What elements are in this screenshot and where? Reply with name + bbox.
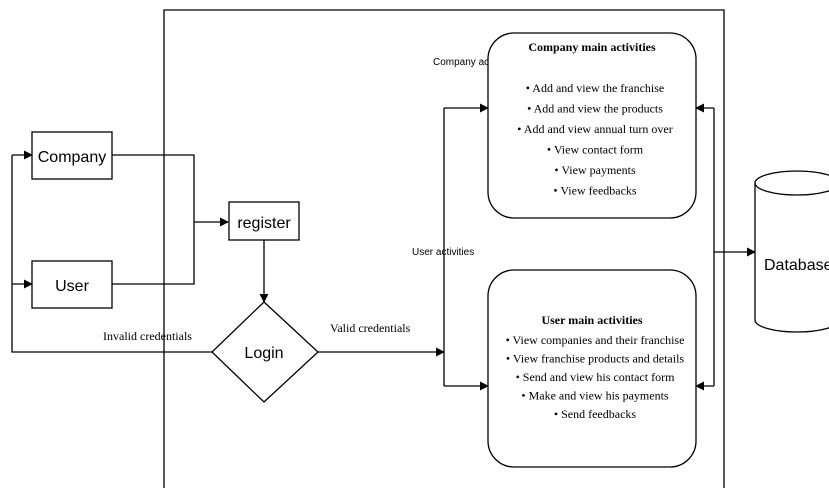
- bullet-icon: •: [521, 389, 528, 403]
- user-node: [31, 260, 113, 309]
- register-label: register: [237, 215, 291, 232]
- valid-credentials-label: Valid credentials: [330, 321, 411, 335]
- user-panel-title: User main activities: [541, 313, 642, 327]
- company-activity-item: • View feedbacks: [553, 184, 637, 198]
- company-activity-item: • View payments: [554, 163, 636, 177]
- user-to-register-line: [112, 222, 195, 285]
- bullet-icon: •: [554, 407, 561, 421]
- company-activity-item: • Add and view the products: [527, 102, 663, 116]
- company-activity-item: • Add and view annual turn over: [517, 122, 673, 136]
- login-label: Login: [244, 345, 283, 362]
- company-to-register-line: [112, 154, 195, 222]
- company-label: Company: [38, 149, 106, 166]
- user-label: User: [55, 278, 89, 295]
- bullet-icon: •: [553, 184, 560, 198]
- company-activity-list: • Add and view the franchise • Add and vi…: [517, 81, 673, 198]
- user-activity-item: • Send and view his contact form: [516, 370, 675, 384]
- user-activity-item: • View franchise products and details: [506, 352, 685, 366]
- user-activity-item: • Send feedbacks: [554, 407, 637, 421]
- company-activities-panel: [487, 32, 697, 219]
- user-activities-label: User activities: [412, 247, 474, 258]
- user-activity-item: • Make and view his payments: [521, 389, 669, 403]
- invalid-loop-line: [11, 155, 212, 353]
- company-activity-item: • View contact form: [547, 143, 644, 157]
- company-activities-label: Company activities: [433, 57, 517, 68]
- bullet-icon: •: [554, 163, 561, 177]
- user-activity-item: • View companies and their franchise: [506, 333, 685, 347]
- bullet-icon: •: [547, 143, 554, 157]
- bullet-icon: •: [516, 370, 523, 384]
- database-label: Database: [764, 257, 829, 274]
- user-activity-list: • View companies and their franchise • Vi…: [506, 333, 685, 421]
- user-activities-panel: [487, 269, 697, 468]
- invalid-credentials-label: Invalid credentials: [103, 329, 192, 343]
- connectors: [11, 103, 756, 391]
- bullet-icon: •: [527, 102, 534, 116]
- company-activity-item: • Add and view the franchise: [526, 81, 665, 95]
- bullet-icon: •: [506, 352, 513, 366]
- bullet-icon: •: [506, 333, 513, 347]
- login-diamond: [211, 301, 319, 403]
- register-node: [228, 201, 300, 241]
- database-node: [754, 170, 829, 333]
- bullet-icon: •: [517, 122, 524, 136]
- company-node: [31, 131, 113, 180]
- bullet-icon: •: [526, 81, 533, 95]
- company-panel-title: Company main activities: [528, 40, 656, 54]
- system-boundary: [163, 9, 725, 488]
